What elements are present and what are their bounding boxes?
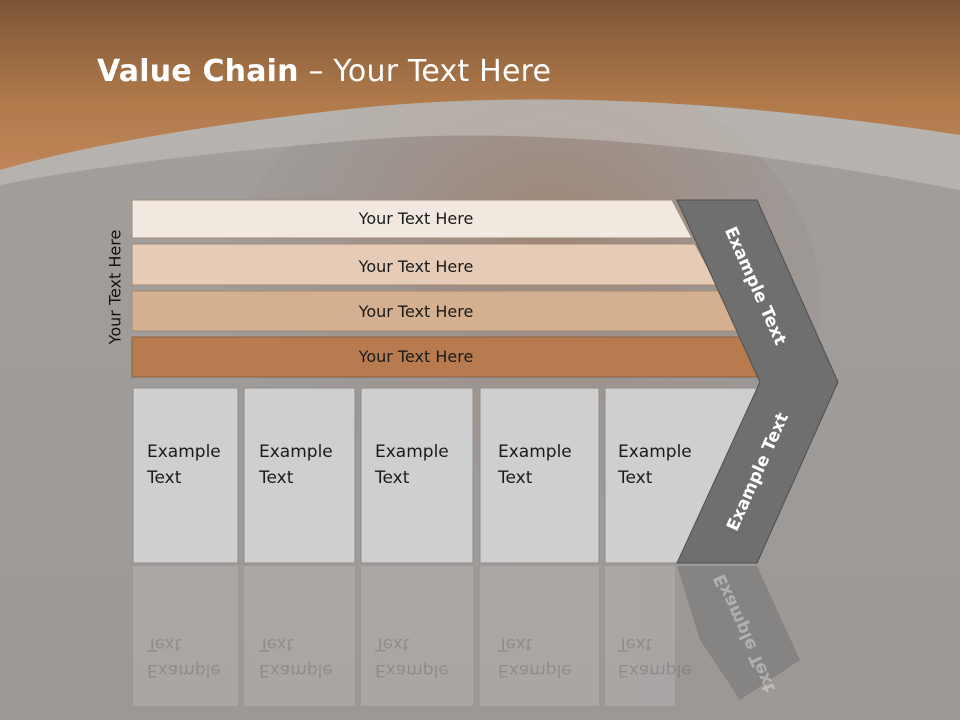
page-title: Value Chain – Your Text Here — [97, 54, 552, 89]
vertical-label: Your Text Here — [105, 229, 125, 345]
box-text-2: Example Text — [259, 442, 333, 488]
reflection-text-3: Example Text — [375, 634, 449, 680]
header-band — [0, 0, 960, 170]
activity-box-2 — [243, 387, 356, 564]
box-text-1: Example Text — [147, 442, 221, 488]
row-label-2: Your Text Here — [358, 257, 474, 276]
box-text-4: Example Text — [498, 442, 572, 488]
reflection — [133, 566, 675, 706]
row-label-3: Your Text Here — [358, 302, 474, 321]
margin-chevron — [676, 199, 839, 564]
box-text-3: Example Text — [375, 442, 449, 488]
reflection-text-1: Example Text — [147, 634, 221, 680]
reflection-text-5: Example Text — [618, 634, 692, 680]
activity-box-1 — [132, 387, 239, 564]
activity-box-3 — [360, 387, 474, 564]
chevron-reflection — [677, 566, 800, 700]
row-label-1: Your Text Here — [358, 209, 474, 228]
box-text-5: Example Text — [618, 442, 692, 488]
reflection-text-2: Example Text — [259, 634, 333, 680]
header-arc — [0, 99, 960, 190]
row-bar-1 — [131, 199, 693, 239]
activity-box-4 — [479, 387, 600, 564]
row-label-4: Your Text Here — [358, 347, 474, 366]
reflection-text-4: Example Text — [498, 634, 572, 680]
